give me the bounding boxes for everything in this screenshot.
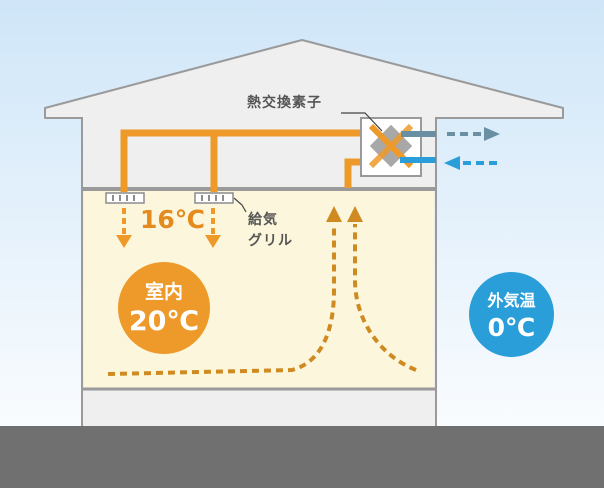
supply-grille-label: 給気 グリル bbox=[248, 210, 293, 252]
grille-leader bbox=[233, 197, 247, 213]
airflow-arrowhead-right bbox=[347, 206, 363, 222]
indoor-temperature-badge: 室内 20℃ bbox=[118, 262, 210, 354]
intake-arrow-icon bbox=[400, 156, 497, 170]
indoor-title: 室内 bbox=[144, 281, 183, 303]
indoor-temperature: 20℃ bbox=[128, 306, 200, 337]
supply-grille-label-line2: グリル bbox=[248, 233, 293, 249]
supply-grille-icon bbox=[105, 192, 234, 204]
heat-exchanger-leader bbox=[341, 112, 383, 132]
heat-exchanger-icon bbox=[360, 117, 422, 177]
ground bbox=[0, 426, 604, 488]
right-wall-outline bbox=[435, 117, 563, 426]
indoor-airflow bbox=[107, 224, 417, 376]
airflow-arrowhead-left bbox=[326, 206, 342, 222]
exhaust-arrow-icon bbox=[401, 127, 500, 141]
outdoor-title: 外気温 bbox=[487, 291, 536, 310]
outdoor-temperature-badge: 外気温 0℃ bbox=[469, 272, 554, 357]
roof bbox=[44, 39, 564, 119]
roof-fill bbox=[82, 108, 436, 120]
outdoor-temperature: 0℃ bbox=[487, 313, 536, 342]
supply-air-temperature: 16℃ bbox=[140, 205, 206, 234]
supply-grille-label-line1: 給気 bbox=[248, 212, 278, 228]
left-wall-outline bbox=[45, 117, 83, 426]
supply-air-arrows bbox=[116, 208, 221, 248]
heat-exchanger-label: 熱交換素子 bbox=[247, 95, 322, 111]
